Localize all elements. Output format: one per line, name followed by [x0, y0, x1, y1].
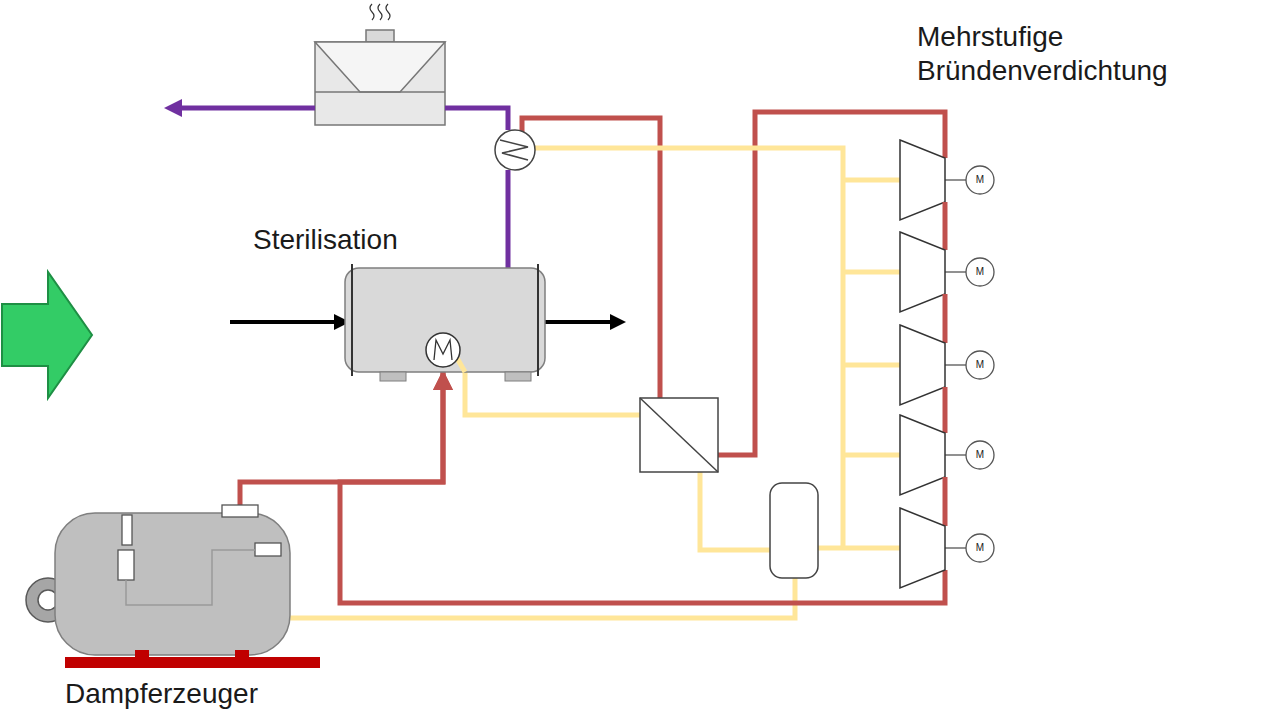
heat-exchanger	[495, 130, 535, 170]
node-label: Mehrstufige Bründenverdichtung	[917, 20, 1257, 88]
node-label: Dampferzeuger	[65, 677, 258, 711]
product-out	[545, 320, 612, 324]
green-arrow	[2, 272, 92, 398]
vapour-line	[178, 106, 315, 111]
steam-line	[718, 112, 945, 455]
membrane	[640, 398, 718, 472]
compressor-stack-outline	[895, 135, 950, 570]
product-in	[230, 320, 338, 324]
condensate-line	[290, 148, 900, 618]
motor-symbols	[945, 166, 994, 562]
motor-label: M	[966, 448, 994, 462]
sterilisation-vessel: Sterilisation	[345, 268, 545, 372]
separator	[770, 483, 818, 578]
motor-label: M	[966, 358, 994, 372]
steam-generator-outline	[30, 505, 320, 668]
arrowhead	[610, 314, 626, 330]
cooler	[315, 4, 445, 125]
node-label: Sterilisation	[253, 223, 398, 257]
sterilisation-vessel-outline	[345, 268, 545, 372]
compressor-stack: Mehrstufige Bründenverdichtung	[895, 135, 950, 570]
vapour-line	[445, 108, 508, 268]
arrowhead	[164, 99, 182, 117]
motor-label: M	[966, 541, 994, 555]
steam-generator: Dampferzeuger	[30, 505, 320, 668]
motor-label: M	[966, 173, 994, 187]
steam-connector	[340, 372, 945, 603]
motor-label: M	[966, 265, 994, 279]
